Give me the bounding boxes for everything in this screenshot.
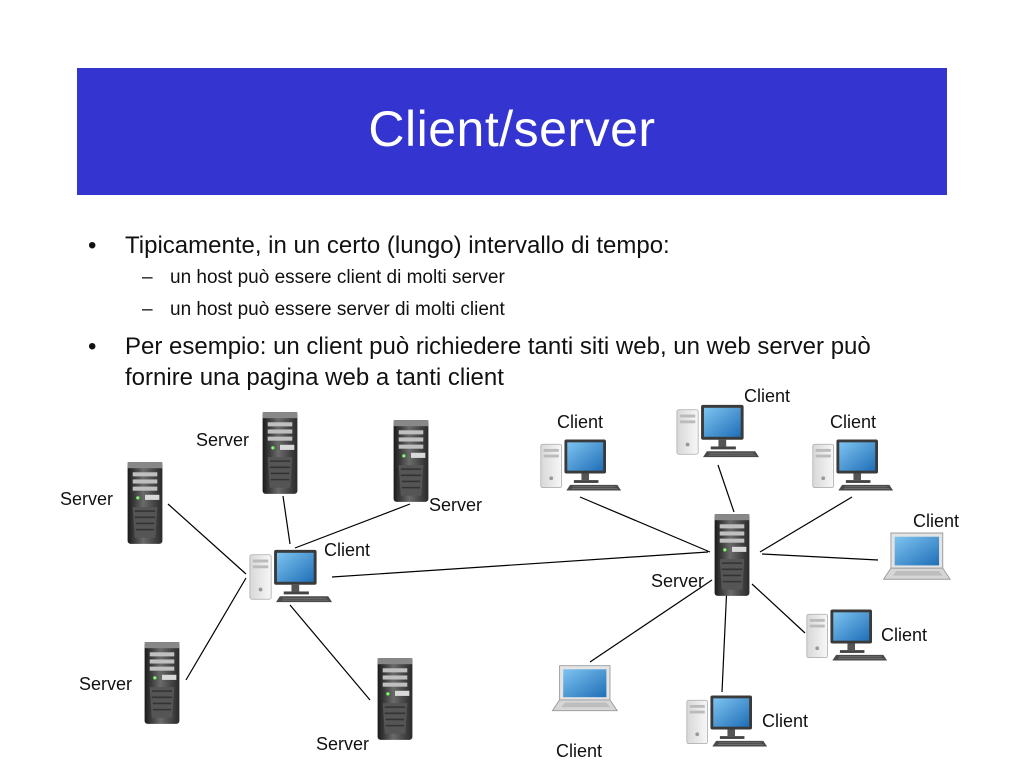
server-tower-icon: [261, 411, 299, 495]
connection-line: [331, 551, 709, 578]
title-banner: Client/server: [77, 68, 947, 195]
sub-bullet-marker: –: [142, 299, 153, 320]
desktop-computer-icon: [249, 549, 333, 603]
client-label: Client: [762, 711, 808, 731]
connection-line: [589, 579, 713, 663]
connection-line: [167, 503, 247, 575]
server-label: Server: [316, 734, 369, 754]
connection-line: [751, 583, 806, 634]
diagram-nodes: [126, 404, 951, 747]
connection-line: [579, 496, 711, 553]
bullet-text-line-1: Per esempio: un client può richiedere ta…: [125, 333, 871, 360]
client-label: Client: [830, 412, 876, 432]
sub-bullet-text: un host può essere server di molti clien…: [170, 299, 505, 320]
server-tower-icon: [376, 657, 414, 741]
connection-line: [721, 583, 728, 693]
desktop-computer-icon: [676, 404, 760, 458]
bullet-text-line-2: fornire una pagina web a tanti client: [125, 364, 504, 391]
bullet-marker: •: [88, 232, 97, 259]
desktop-computer-icon: [806, 609, 888, 661]
desktop-computer-icon: [540, 439, 622, 491]
sub-bullet-text: un host può essere client di molti serve…: [170, 267, 505, 288]
client-label: Client: [556, 741, 602, 761]
client-label: Client: [913, 511, 959, 531]
sub-bullet-marker: –: [142, 267, 153, 288]
server-label: Server: [651, 571, 704, 591]
server-label: Server: [79, 674, 132, 694]
server-label: Server: [196, 430, 249, 450]
server-tower-icon: [713, 513, 751, 597]
server-label: Server: [60, 489, 113, 509]
client-label: Client: [324, 540, 370, 560]
server-label: Server: [429, 495, 482, 515]
connection-line: [185, 577, 247, 681]
laptop-icon: [551, 665, 618, 712]
client-label: Client: [557, 412, 603, 432]
slide-title: Client/server: [368, 101, 656, 157]
server-tower-icon: [392, 419, 430, 503]
connection-line: [759, 496, 853, 553]
connection-line: [761, 553, 879, 561]
connection-line: [282, 495, 291, 545]
client-label: Client: [744, 386, 790, 406]
connection-line: [289, 604, 371, 701]
server-tower-icon: [143, 641, 181, 725]
bullet-marker: •: [88, 333, 97, 360]
bullet-text: Tipicamente, in un certo (lungo) interva…: [125, 232, 670, 259]
desktop-computer-icon: [812, 439, 894, 491]
server-tower-icon: [126, 461, 164, 545]
connection-line: [294, 503, 411, 549]
connection-lines: [167, 464, 879, 701]
client-label: Client: [881, 625, 927, 645]
laptop-icon: [883, 532, 951, 580]
desktop-computer-icon: [686, 695, 768, 747]
connection-line: [717, 464, 735, 513]
